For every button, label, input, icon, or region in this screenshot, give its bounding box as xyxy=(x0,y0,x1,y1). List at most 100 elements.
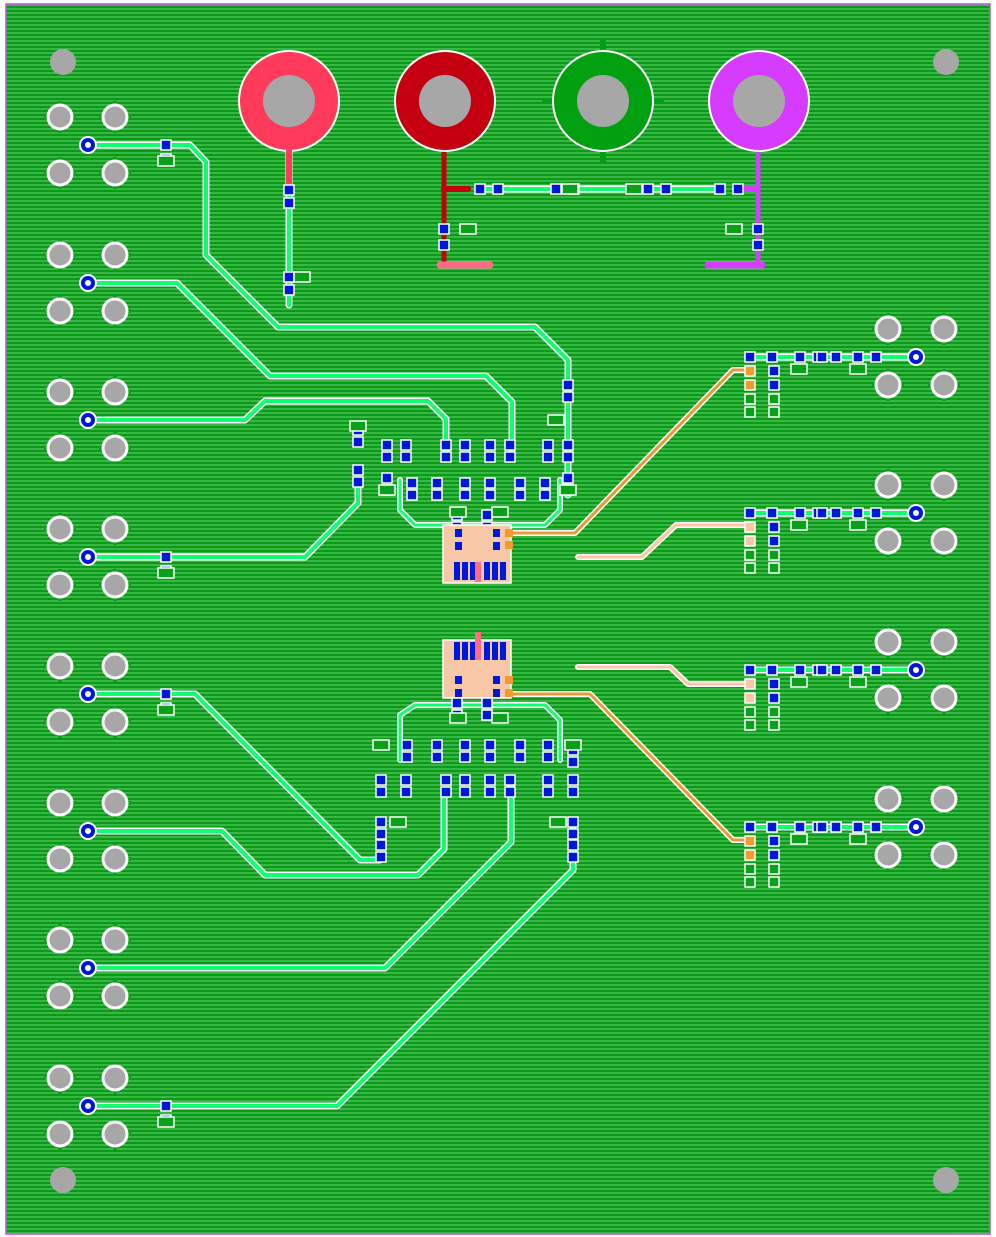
smd-pad-pair xyxy=(567,816,579,840)
bypass-cap xyxy=(491,506,509,518)
smd-pad-pair xyxy=(642,183,672,195)
smd-pad xyxy=(752,223,764,235)
smd-pad xyxy=(492,183,504,195)
smd-pad xyxy=(744,406,756,418)
smd-pad xyxy=(283,271,295,283)
pad-hole xyxy=(101,1064,129,1092)
smd-pad xyxy=(744,849,756,861)
cap-body xyxy=(449,506,467,518)
smd-pad-pair xyxy=(752,223,764,251)
smd-pad xyxy=(514,477,526,489)
smd-pad xyxy=(768,406,780,418)
pad-hole xyxy=(46,378,74,406)
smd-pad xyxy=(562,379,574,391)
smd-pad-pair xyxy=(562,439,574,463)
smd-pad xyxy=(642,183,654,195)
connector-pad-icon xyxy=(872,525,904,557)
smd-pad xyxy=(768,678,780,690)
connector-pad-icon xyxy=(872,626,904,658)
smd-pad-pair xyxy=(744,821,778,833)
smd-pad-pair xyxy=(375,816,387,840)
pad-hole xyxy=(101,434,129,462)
smd-pad xyxy=(375,816,387,828)
smd-pad xyxy=(542,751,554,763)
smd-pad xyxy=(160,1100,172,1112)
cap-body xyxy=(549,816,567,828)
smd-pad xyxy=(794,821,806,833)
smd-pad-pair xyxy=(400,774,412,798)
smd-pad xyxy=(375,786,387,798)
pad-hole xyxy=(930,371,958,399)
smd-pad-pair xyxy=(852,664,882,676)
smd-pad xyxy=(768,365,780,377)
power-terminal-icon xyxy=(394,50,496,152)
pad-hole xyxy=(101,378,129,406)
bypass-cap xyxy=(790,519,808,531)
cap-body xyxy=(491,506,509,518)
connector-pad-icon xyxy=(99,239,131,271)
via-icon xyxy=(79,411,97,429)
cap-body xyxy=(459,223,477,235)
connector-pad-icon xyxy=(44,706,76,738)
bypass-cap xyxy=(849,676,867,688)
mounting-holes xyxy=(50,49,959,1193)
pad-hole xyxy=(46,241,74,269)
ic-pin xyxy=(505,689,513,697)
pad-hole xyxy=(930,684,958,712)
pad-hole xyxy=(874,841,902,869)
smd-pad xyxy=(870,507,882,519)
smd-pad-pair xyxy=(431,739,443,763)
smd-pad xyxy=(768,393,780,405)
pad-hole xyxy=(874,371,902,399)
bypass-cap xyxy=(790,833,808,845)
connector-pad-icon xyxy=(44,1118,76,1150)
ic-pin xyxy=(454,642,460,660)
smd-pad xyxy=(459,786,471,798)
smd-pad xyxy=(352,436,364,448)
smd-pad-pair xyxy=(744,521,756,547)
connector-pad-icon xyxy=(44,787,76,819)
smd-pad xyxy=(744,535,756,547)
cap-body xyxy=(725,223,743,235)
pad-hole xyxy=(101,571,129,599)
smd-pad-pair xyxy=(852,507,882,519)
smd-pad xyxy=(768,549,780,561)
smd-pad xyxy=(539,489,551,501)
pad-hole xyxy=(101,103,129,131)
smd-pad-pair xyxy=(567,839,579,863)
smd-pad xyxy=(484,489,496,501)
connector-pad-icon xyxy=(44,101,76,133)
ic-pin xyxy=(484,642,490,660)
via-drill xyxy=(85,417,91,423)
pad-hole xyxy=(46,1120,74,1148)
smd-pad xyxy=(514,489,526,501)
smd-pad-pair xyxy=(484,774,496,798)
smd-pad-pair xyxy=(474,183,504,195)
smd-pad-pair xyxy=(440,439,452,463)
connector-pad-icon xyxy=(99,706,131,738)
bypass-cap xyxy=(549,816,567,828)
smd-pad xyxy=(744,393,756,405)
smd-pad-pair xyxy=(484,477,496,501)
pad-hole xyxy=(46,789,74,817)
smd-pad-pair xyxy=(714,183,744,195)
connector-pad-icon xyxy=(44,295,76,327)
smd-pad xyxy=(567,786,579,798)
ic-pin xyxy=(455,542,462,550)
bypass-cap xyxy=(157,704,175,716)
smd-pad-pair xyxy=(542,774,554,798)
smd-pad-pair xyxy=(514,739,526,763)
smd-pad-pair xyxy=(768,835,780,861)
smd-pad xyxy=(484,477,496,489)
smd-pad-pair xyxy=(283,184,295,209)
pad-hole xyxy=(46,159,74,187)
smd-pad xyxy=(830,821,842,833)
connector-pad-icon xyxy=(99,843,131,875)
smd-pad xyxy=(768,692,780,704)
smd-pad-pair xyxy=(400,439,412,463)
smd-pad xyxy=(406,477,418,489)
ic-pin xyxy=(470,642,476,660)
smd-pad-pair xyxy=(816,351,842,363)
smd-pad xyxy=(768,379,780,391)
